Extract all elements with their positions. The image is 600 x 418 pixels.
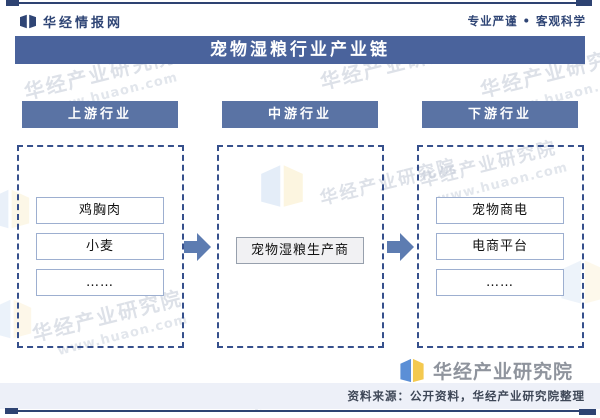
downstream-item-box: 宠物商电 [436,197,564,224]
arrow-right-icon [184,233,211,261]
column-header-upstream: 上游行业 [22,101,178,128]
bottom-rule-right-cap [579,409,596,415]
midstream-panel: 宠物湿粮生产商 [217,145,384,348]
open-book-icon [400,358,424,383]
downstream-panel: 宠物商电 电商平台 …… [417,145,584,348]
column-header-downstream: 下游行业 [422,101,578,128]
top-rule-left-cap [6,0,19,6]
slogan-text: 专业严谨 • 客观科学 [467,14,586,28]
brand-header: 华经情报网 [20,10,123,32]
midstream-item-box: 宠物湿粮生产商 [236,237,364,264]
column-header-midstream: 中游行业 [222,101,378,128]
bottom-rule-left-cap [5,408,18,414]
brand-name: 华经情报网 [43,15,124,31]
source-note: 资料来源：公开资料，华经产业研究院整理 [347,389,585,403]
top-rule-line [6,2,590,4]
footer-strip [0,383,600,409]
footer-logo: 华经产业研究院 [397,356,573,385]
downstream-item-box: …… [436,269,564,296]
book-logo-icon [20,14,36,28]
arrow-right-icon [387,233,414,261]
upstream-item-box: 小麦 [36,233,164,260]
bottom-rule-line [5,410,594,412]
upstream-item-box: 鸡胸肉 [36,197,164,224]
upstream-panel: 鸡胸肉 小麦 …… [17,145,184,348]
downstream-item-box: 电商平台 [436,233,564,260]
page-title: 宠物湿粮行业产业链 [15,36,585,64]
upstream-item-box: …… [36,269,164,296]
footer-logo-text: 华经产业研究院 [433,361,574,383]
top-rule-right-cap [576,0,592,6]
